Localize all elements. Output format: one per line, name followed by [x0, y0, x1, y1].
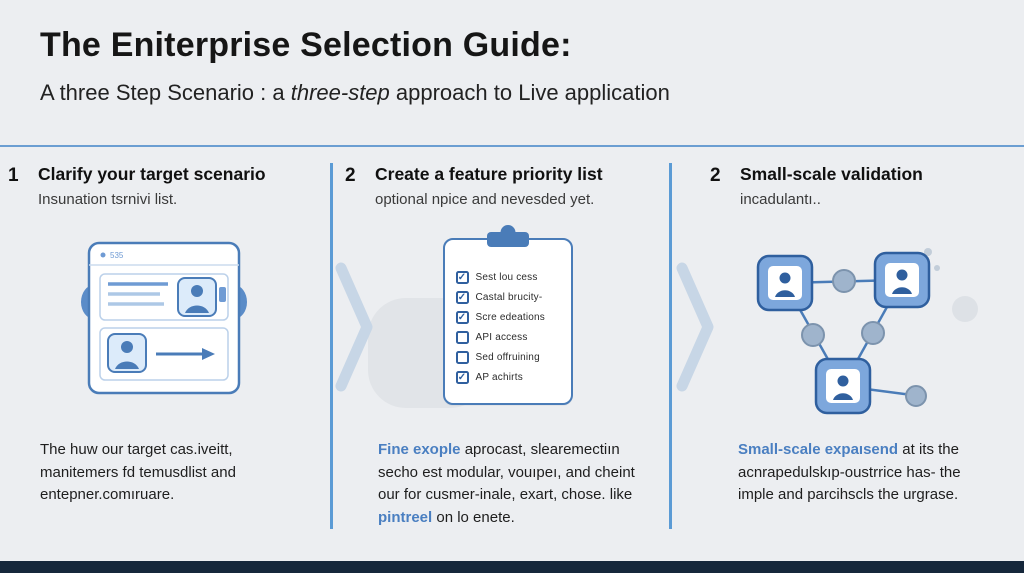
note-text: on lo enete.: [432, 508, 515, 526]
subtitle-text-italic: three-step: [290, 80, 390, 105]
checklist-row: ✓ Sest lou cess: [455, 271, 560, 284]
chevron-right-icon: [335, 262, 375, 397]
browser-window-graphic: 535: [81, 241, 247, 395]
step-1-note: The huw our target cas.iveitt, manitemer…: [40, 439, 308, 507]
network-illustration: [692, 238, 992, 428]
decor-dot: [923, 248, 932, 256]
step-2-subtitle: optional npice and nevesded yet.: [375, 190, 595, 208]
browser-dot-icon: [100, 252, 106, 258]
step-2-column: 2 Create a feature priority list optiona…: [345, 164, 670, 405]
checklist-row: ✓ Castal brucity-: [455, 291, 560, 304]
checklist-row: ✓ AP achirts: [455, 371, 560, 384]
step-2-number: 2: [345, 165, 356, 186]
checkbox-icon: ✓: [455, 311, 469, 324]
note-highlight: Small-scale expaısend: [738, 441, 899, 458]
footer-bar: [0, 561, 1024, 573]
phone-icon: [219, 287, 226, 302]
decor-dot: [933, 265, 940, 271]
person-icon: [779, 272, 790, 284]
node-circle-icon: [904, 385, 927, 407]
step-3-note: Small-scale expaısend at its the acnrape…: [738, 439, 990, 507]
step-2-note: Fine exople aprocast, slearemectiın sech…: [378, 439, 652, 529]
step-1-column: 1 Clarify your target scenario Insunatio…: [8, 164, 320, 395]
step-1-header: 1 Clarify your target scenario Insunatio…: [8, 164, 320, 208]
person-icon: [832, 393, 853, 400]
person-icon: [774, 290, 795, 297]
person-icon: [891, 287, 912, 294]
step-2-title: Create a feature priority list: [375, 164, 603, 184]
note-highlight: pintreel: [378, 508, 433, 526]
header: The Eniterprise Selection Guide: A three…: [40, 26, 670, 106]
person-icon: [121, 341, 133, 353]
checklist-item-label: Scre edeations: [475, 312, 546, 323]
step-3-title: Small-scale validation: [740, 164, 923, 184]
step-3-subtitle: incadulantı..: [740, 190, 821, 208]
checklist-row: ✓ Scre edeations: [455, 311, 560, 324]
person-icon: [896, 269, 907, 281]
person-icon: [191, 285, 203, 297]
browser-illustration: 535: [8, 238, 320, 398]
header-divider: [0, 145, 1024, 147]
note-text: The huw our target cas.iveitt, manitemer…: [40, 441, 236, 503]
checkbox-icon: ✓: [455, 271, 469, 284]
person-icon: [185, 305, 209, 313]
checklist-item-label: Sed offruining: [475, 352, 540, 363]
note-text: at its the acnrapedulskıp-oustrrice has-…: [738, 441, 961, 503]
step-1-number: 1: [8, 165, 19, 186]
step-1-subtitle: Insunation tsrnivi list.: [38, 190, 178, 208]
page-subtitle: A three Step Scenario : a three-step app…: [40, 80, 670, 106]
checkbox-icon: [455, 351, 469, 364]
person-icon: [115, 361, 139, 369]
step-1-title: Clarify your target scenario: [38, 164, 266, 184]
user-network-graphic: [756, 248, 940, 415]
step-1-header-text: Clarify your target scenario Insunation …: [38, 164, 266, 208]
step-2-header-text: Create a feature priority list optional …: [375, 164, 603, 208]
checklist-item-label: API access: [475, 332, 528, 343]
checklist-item-label: Castal brucity-: [475, 292, 543, 303]
node-circle-icon: [800, 323, 825, 347]
step-3-header-text: Small-scale validation incadulantı..: [740, 164, 923, 208]
checkbox-icon: ✓: [455, 291, 469, 304]
checkbox-icon: ✓: [455, 371, 469, 384]
background-dot: [952, 296, 978, 322]
arrow-head-icon: [202, 348, 215, 360]
clipboard-graphic: ✓ Sest lou cess ✓ Castal brucity- ✓ Scre…: [442, 225, 573, 405]
note-highlight: Fine exople: [378, 441, 461, 458]
column-divider-1: [330, 163, 333, 529]
person-icon: [837, 375, 848, 387]
browser-label: 535: [110, 251, 124, 260]
checklist-item-label: AP achirts: [475, 372, 523, 383]
node-circle-icon: [831, 269, 856, 293]
column-divider-2: [669, 163, 672, 529]
clipboard-clip: [486, 232, 529, 247]
checklist-row: API access: [455, 331, 560, 344]
user-node: [814, 357, 871, 415]
subtitle-text-post: approach to Live application: [389, 80, 670, 105]
page-title: The Eniterprise Selection Guide:: [40, 26, 572, 64]
step-3-header: 2 Small-scale validation incadulantı..: [710, 164, 1010, 208]
step-3-column: 2 Small-scale validation incadulantı..: [710, 164, 1010, 415]
checklist-item-label: Sest lou cess: [475, 272, 538, 283]
checkbox-icon: [455, 331, 469, 344]
step-2-header: 2 Create a feature priority list optiona…: [345, 164, 670, 208]
chevron-right-icon: [676, 262, 716, 397]
checklist-illustration: ✓ Sest lou cess ✓ Castal brucity- ✓ Scre…: [345, 225, 670, 405]
checklist-row: Sed offruining: [455, 351, 560, 364]
node-circle-icon: [860, 321, 885, 345]
subtitle-text-pre: A three Step Scenario : a: [40, 80, 291, 105]
note-text: aprocast, slearemectiın secho est modula…: [378, 441, 635, 503]
user-node: [756, 254, 813, 312]
step-3-number: 2: [710, 165, 721, 186]
user-node: [873, 251, 930, 309]
